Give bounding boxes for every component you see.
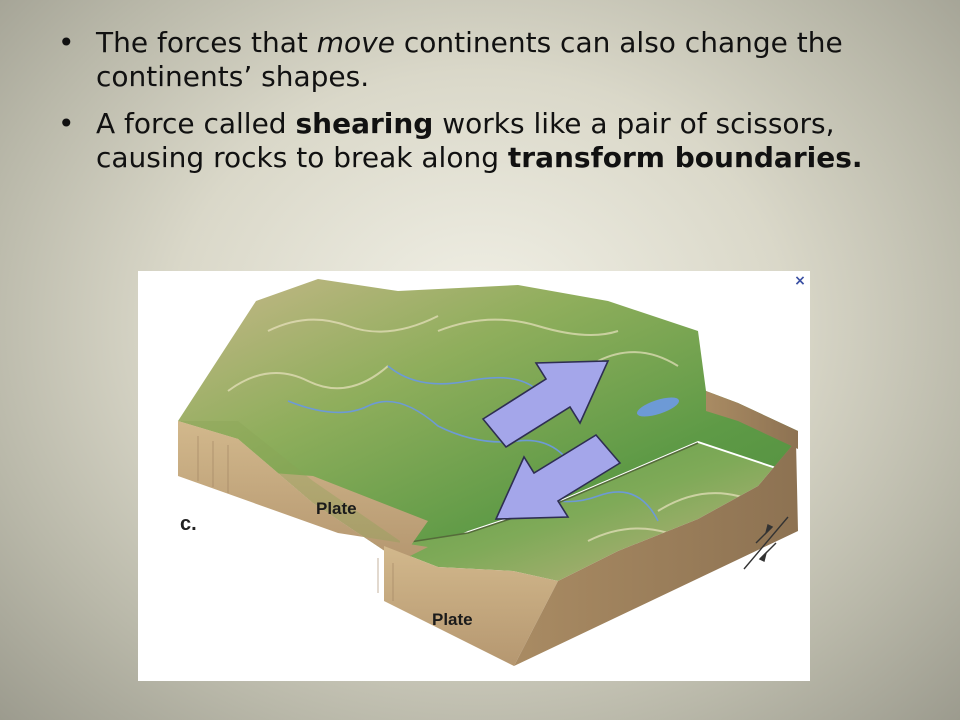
lower-plate-surface	[384, 441, 796, 581]
lower-plate-front-wall	[384, 546, 558, 666]
plate-label-lower: Plate	[432, 610, 473, 629]
plate-label-upper: Plate	[316, 499, 357, 518]
fault-motion-symbol	[743, 516, 789, 570]
bullet-item-1: • The forces that move continents can al…	[56, 26, 916, 94]
bullet-text-1-part-2: move	[316, 26, 395, 59]
bullet-text-1-part-3: continents can also change the continent…	[96, 26, 843, 93]
rock-striations	[197, 436, 394, 601]
figure-letter: c.	[180, 513, 197, 535]
transform-boundary-diagram: × c. Plate Plate	[138, 271, 810, 681]
upper-plate-wall	[178, 421, 428, 561]
lower-plate-right-wall	[514, 441, 798, 666]
lake	[636, 397, 680, 417]
close-icon[interactable]: ×	[794, 273, 806, 289]
bullet-list: • The forces that move continents can al…	[56, 26, 916, 188]
bullet-dot: •	[58, 107, 75, 140]
upper-plate-right-wall	[706, 391, 798, 449]
bullet-text-2-part-1: A force called	[96, 107, 296, 140]
terrain-texture	[227, 315, 789, 542]
bullet-item-2: • A force called shearing works like a p…	[56, 107, 916, 175]
bullet-dot: •	[58, 26, 75, 59]
bullet-text-2-part-4: transform boundaries.	[507, 141, 863, 174]
diagram-illustration	[178, 279, 798, 666]
bullet-text-2-part-3: works like a pair of scissors, causing r…	[96, 107, 835, 174]
shear-arrow-up-right	[481, 360, 610, 449]
bullet-text-1-part-1: The forces that	[96, 26, 317, 59]
shear-arrow-down-left	[494, 433, 622, 520]
bullet-text-2-part-2: shearing	[295, 107, 434, 140]
